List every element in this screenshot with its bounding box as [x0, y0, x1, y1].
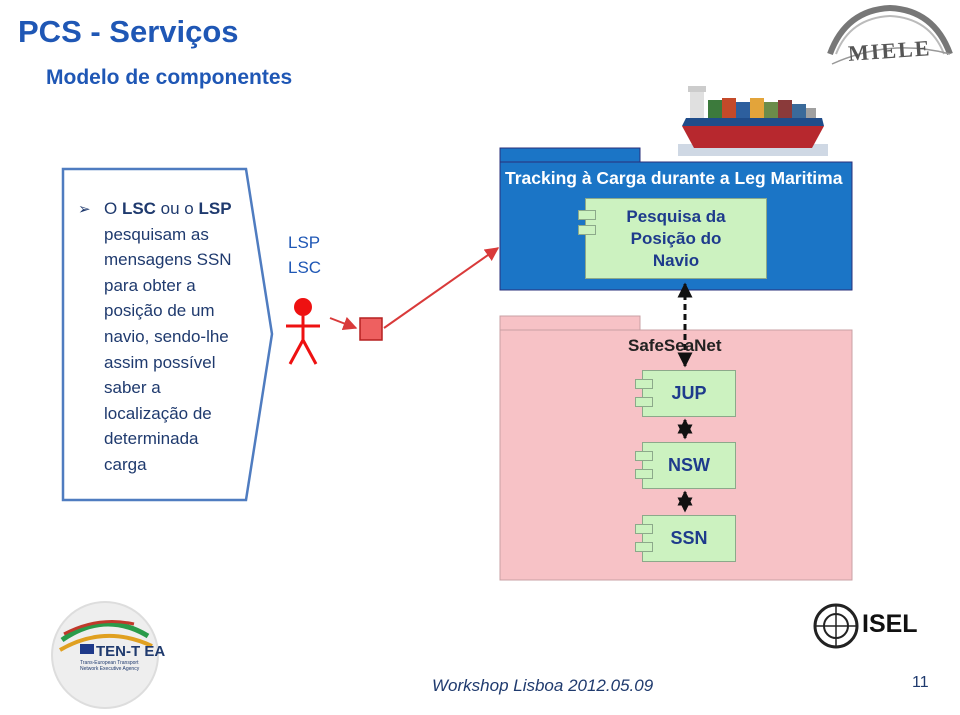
- component-tab: [635, 397, 653, 407]
- callout-line: pesquisam as: [104, 222, 253, 248]
- callout-text-run: ou o: [155, 199, 199, 218]
- callout-bold-term: LSC: [121, 199, 156, 218]
- callout-line: carga: [104, 452, 253, 478]
- callout-line: mensagens SSN: [104, 247, 253, 273]
- container-ship-image: [678, 86, 828, 156]
- actor-label-lsp: LSP: [288, 233, 321, 252]
- interface-port: [359, 317, 383, 341]
- component-ssn: SSN: [635, 515, 736, 562]
- component-tab: [635, 542, 653, 552]
- callout-text-run: pesquisam as: [104, 224, 209, 244]
- callout-line: determinada: [104, 426, 253, 452]
- component-pesquisa-posicao-navio: Pesquisa da Posição do Navio: [578, 198, 767, 279]
- callout-text-run: saber a: [104, 378, 161, 398]
- callout-bold-term: LSP: [198, 199, 232, 218]
- component-tab: [635, 379, 653, 389]
- callout-shape: [61, 167, 274, 502]
- actor-figure: [286, 298, 320, 365]
- ten-t-ea-logo: [51, 601, 159, 709]
- bullet-arrow-icon: ➢: [78, 201, 91, 218]
- callout-text-run: carga: [104, 454, 147, 474]
- callout-line: navio, sendo-lhe: [104, 324, 253, 350]
- package-tracking-title: Tracking à Carga durante a Leg Maritima: [505, 168, 843, 188]
- callout-line: assim possível: [104, 350, 253, 376]
- footer-workshop: Workshop Lisboa 2012.05.09: [432, 676, 654, 695]
- actor-label: LSP LSC: [288, 230, 321, 280]
- page-subtitle: Modelo de componentes: [46, 66, 293, 89]
- port-to-package-arrow: [383, 247, 500, 329]
- actor-to-port-arrow: [329, 316, 358, 331]
- component-tab: [635, 524, 653, 534]
- page-number: 11: [912, 674, 929, 691]
- callout-text-run: para obter a: [104, 275, 196, 295]
- miele-logo: [827, 4, 953, 65]
- component-pesquisa-line1: Pesquisa da: [626, 206, 726, 226]
- callout-text-run: O: [104, 199, 122, 218]
- callout-line: O LSC ou o LSP: [104, 196, 253, 222]
- package-safeseanet-title: SafeSeaNet: [628, 336, 722, 355]
- callout-text-run: posição de um: [104, 301, 215, 321]
- component-tab: [578, 210, 596, 220]
- callout-text-run: navio, sendo-lhe: [104, 326, 229, 346]
- callout-line: localização de: [104, 401, 253, 427]
- actor-label-lsc: LSC: [288, 258, 322, 277]
- callout-text-run: localização de: [104, 403, 212, 423]
- page-title: PCS - Serviços: [18, 14, 239, 49]
- component-pesquisa-line3: Navio: [652, 250, 700, 270]
- component-nsw-label: NSW: [668, 455, 710, 475]
- callout-text-run: mensagens SSN: [104, 250, 232, 270]
- component-jup: JUP: [635, 370, 736, 417]
- component-jup-label: JUP: [671, 383, 707, 403]
- callout-line: para obter a: [104, 273, 253, 299]
- component-tab: [578, 225, 596, 235]
- ten-t-ea-logo-subtext: Trans-European Transport Network Executi…: [80, 660, 140, 672]
- component-tab: [635, 451, 653, 461]
- callout-text-run: determinada: [104, 429, 199, 449]
- component-tab: [635, 469, 653, 479]
- isel-logo-text: ISEL: [862, 610, 918, 638]
- component-ssn-label: SSN: [670, 528, 708, 548]
- callout-text-run: assim possível: [104, 352, 216, 372]
- component-pesquisa-line2: Posição do: [630, 228, 722, 248]
- isel-logo: [813, 603, 859, 649]
- ten-t-ea-logo-text: TEN-T EA: [96, 643, 166, 660]
- callout-line: saber a: [104, 375, 253, 401]
- component-nsw: NSW: [635, 442, 736, 489]
- callout-line: posição de um: [104, 298, 253, 324]
